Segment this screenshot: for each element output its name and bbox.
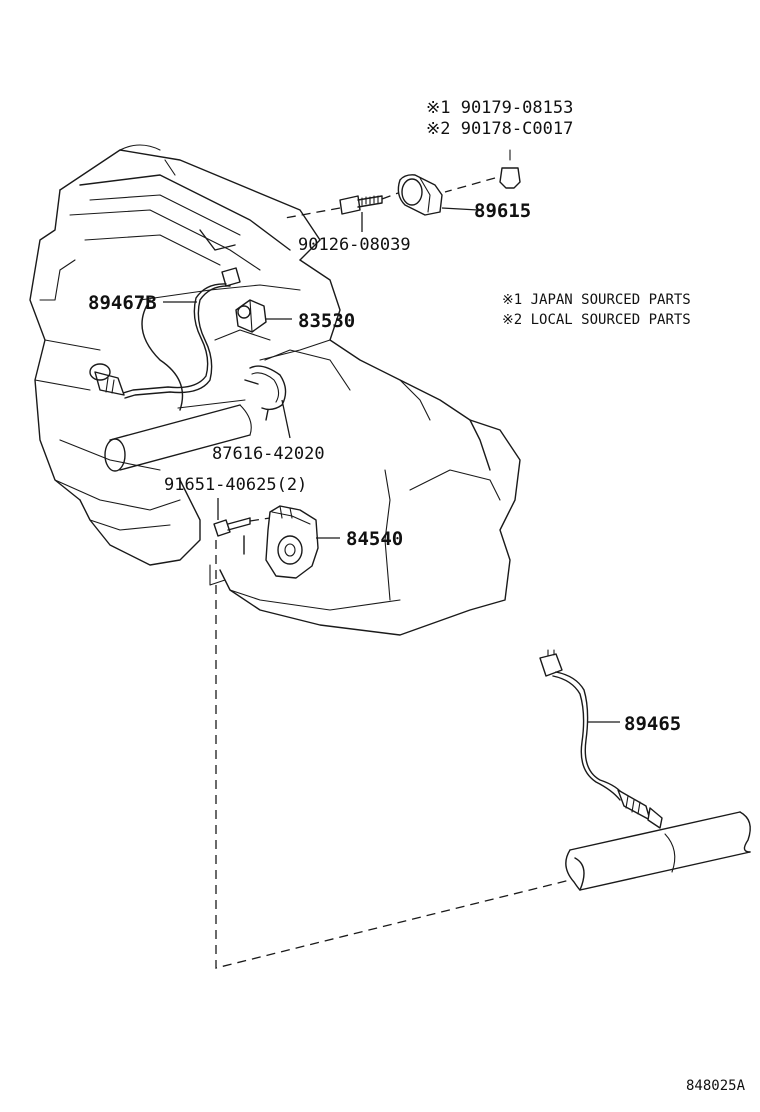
exhaust-pipe — [565, 811, 751, 891]
diagram-code: 848025A — [686, 1078, 746, 1094]
nut — [444, 149, 521, 193]
wire-clamp — [177, 365, 291, 439]
label-90178-C0017: ※2 90178-C0017 — [426, 119, 573, 139]
label-90126-08039: 90126-08039 — [298, 235, 411, 255]
label-84540: 84540 — [346, 528, 403, 550]
reference-line — [215, 540, 571, 969]
oxygen-sensor-rear — [539, 649, 663, 829]
legend-note-japan: ※1 JAPAN SOURCED PARTS — [502, 292, 691, 308]
neutral-start-switch — [243, 505, 340, 579]
oxygen-sensor-front — [89, 267, 241, 399]
stud-bolt — [284, 192, 399, 232]
legend-note-local: ※2 LOCAL SOURCED PARTS — [502, 312, 691, 328]
label-89615: 89615 — [474, 200, 531, 222]
callout-labels: ※1 90179-08153 ※2 90178-C0017 89615 9012… — [88, 98, 681, 735]
label-91651-40625: 91651-40625(2) — [164, 475, 307, 495]
knock-sensor — [397, 174, 479, 216]
label-89465: 89465 — [624, 713, 681, 735]
label-90179-08153: ※1 90179-08153 — [426, 98, 573, 118]
legend: ※1 JAPAN SOURCED PARTS ※2 LOCAL SOURCED … — [502, 292, 691, 328]
label-83530: 83530 — [298, 310, 355, 332]
label-87616-42020: 87616-42020 — [212, 444, 325, 464]
oil-pressure-switch — [235, 299, 292, 333]
label-89467B: 89467B — [88, 292, 157, 314]
screw — [213, 498, 271, 537]
